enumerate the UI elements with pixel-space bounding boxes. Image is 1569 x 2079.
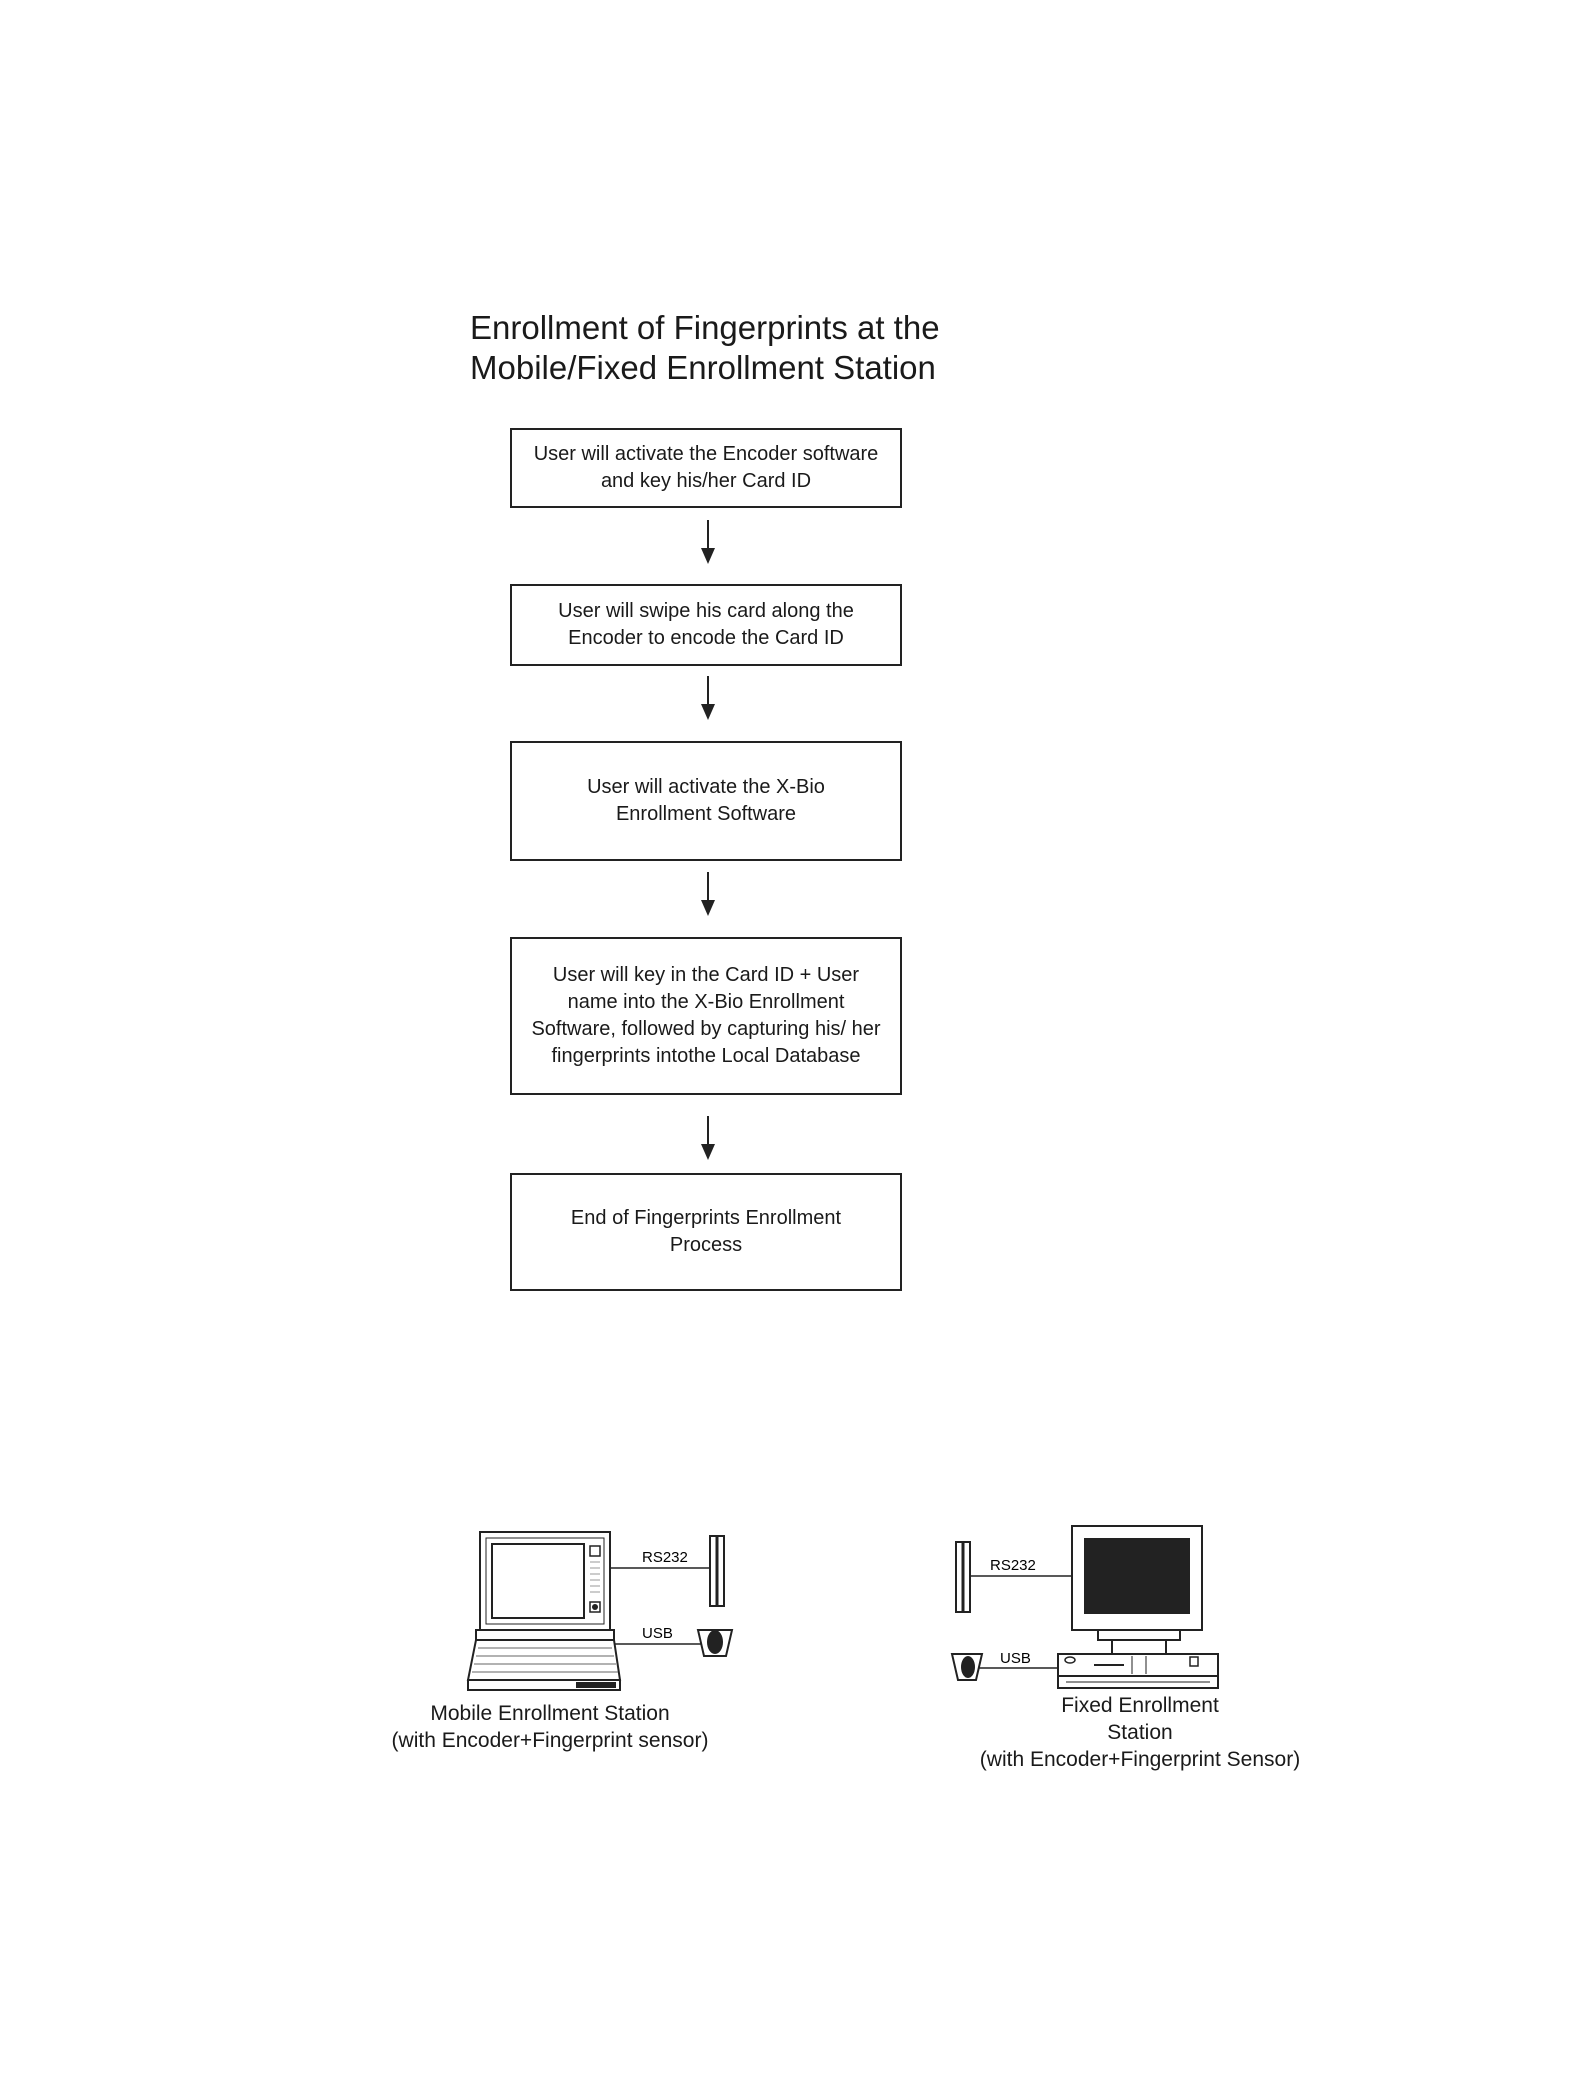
flow-step-1-text: User will activate the Encoder software … xyxy=(533,443,879,492)
flow-step-3-text: User will activate the X-Bio Enrollment … xyxy=(587,776,825,825)
fixed-station-illustration: RS232 USB xyxy=(950,1525,1219,1689)
flow-step-4: User will key in the Card ID + User name… xyxy=(510,937,902,1095)
flow-arrow-2 xyxy=(699,676,717,720)
card-encoder-icon xyxy=(955,1541,971,1613)
fixed-rs232-label: RS232 xyxy=(990,1557,1036,1574)
flow-step-5-text: End of Fingerprints Enrollment Process xyxy=(570,1207,842,1256)
laptop-icon xyxy=(466,1531,622,1691)
desktop-tower-icon xyxy=(1057,1653,1219,1689)
flow-step-5: End of Fingerprints Enrollment Process xyxy=(510,1173,902,1291)
fingerprint-sensor-icon xyxy=(696,1629,734,1657)
flow-arrow-3 xyxy=(699,872,717,916)
mobile-caption-line-1: Mobile Enrollment Station xyxy=(430,1702,670,1725)
mobile-station-illustration: RS232 USB xyxy=(466,1531,734,1691)
flow-arrow-4 xyxy=(699,1116,717,1160)
mobile-rs232-label: RS232 xyxy=(642,1549,688,1566)
title-line-1: Enrollment of Fingerprints at the xyxy=(470,309,940,346)
fixed-caption-line-3: (with Encoder+Fingerprint Sensor) xyxy=(979,1748,1301,1771)
fixed-caption-line-1: Fixed Enrollment xyxy=(1061,1694,1219,1717)
flow-step-2: User will swipe his card along the Encod… xyxy=(510,584,902,666)
fixed-caption-line-2: Station xyxy=(1107,1721,1173,1744)
flow-step-1: User will activate the Encoder software … xyxy=(510,428,902,508)
flow-step-2-text: User will swipe his card along the Encod… xyxy=(558,600,854,649)
mobile-usb-label: USB xyxy=(642,1625,673,1642)
mobile-caption-line-2: (with Encoder+Fingerprint sensor) xyxy=(391,1729,709,1752)
fixed-usb-label: USB xyxy=(1000,1650,1031,1667)
mobile-station-caption: Mobile Enrollment Station (with Encoder+… xyxy=(370,1700,730,1754)
flow-arrow-1 xyxy=(699,520,717,564)
card-encoder-icon xyxy=(709,1535,725,1607)
fixed-station-caption: Fixed Enrollment Station (with Encoder+F… xyxy=(940,1692,1340,1773)
desktop-monitor-icon xyxy=(1071,1525,1203,1655)
flow-step-4-text: User will key in the Card ID + User name… xyxy=(531,964,881,1067)
title-line-2: Mobile/Fixed Enrollment Station xyxy=(470,349,936,386)
fingerprint-sensor-icon xyxy=(950,1653,984,1681)
flow-step-3: User will activate the X-Bio Enrollment … xyxy=(510,741,902,861)
diagram-title: Enrollment of Fingerprints at the Mobile… xyxy=(470,308,1030,388)
